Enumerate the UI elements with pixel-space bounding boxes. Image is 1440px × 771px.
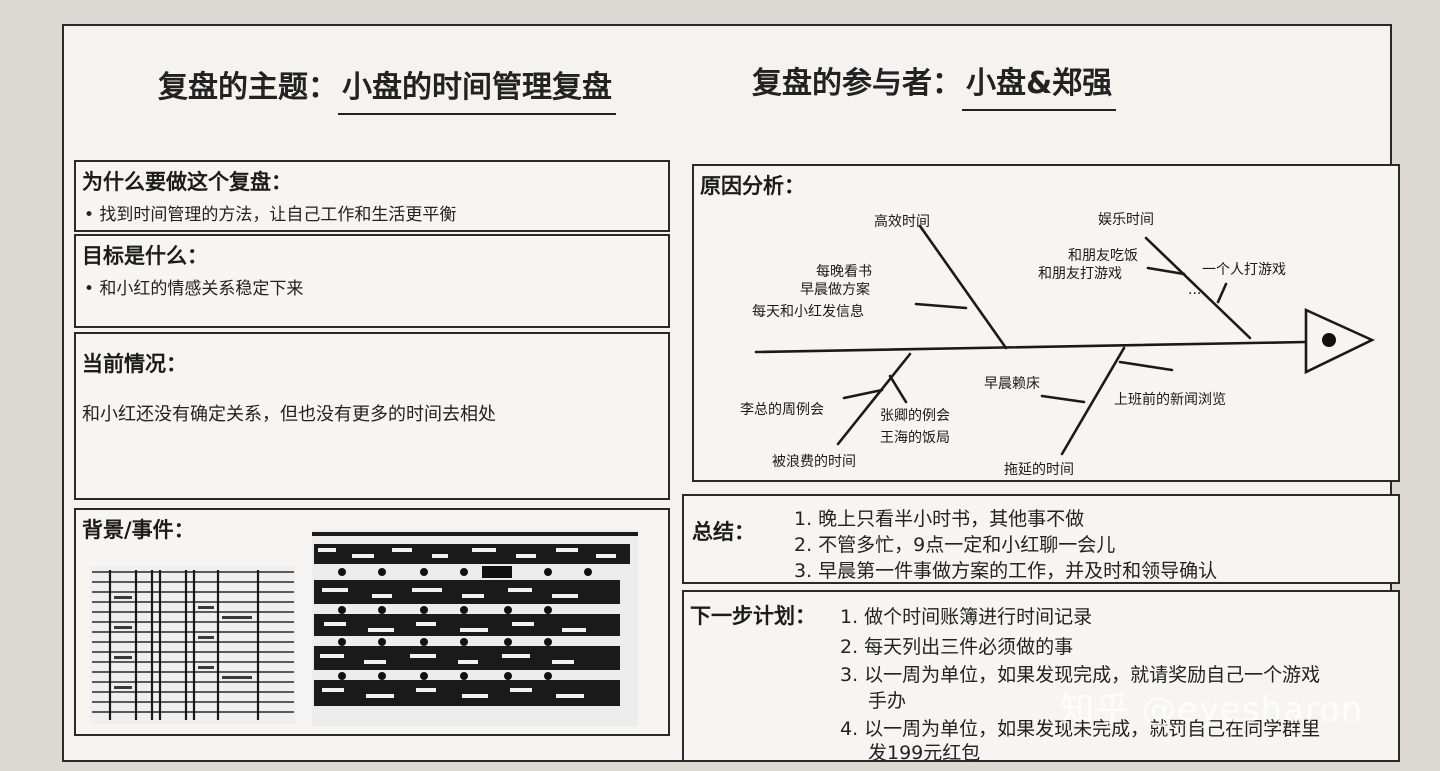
bone-wasted bbox=[836, 352, 912, 446]
entertainment-item: 和朋友吃饭 bbox=[1068, 248, 1138, 264]
why-text: • 找到时间管理的方法，让自己工作和生活更平衡 bbox=[84, 205, 457, 225]
summary-box: 总结： 1. 晚上只看半小时书，其他事不做 2. 不管多忙，9点一定和小红聊一会… bbox=[682, 494, 1400, 584]
goal-box: 目标是什么： • 和小红的情感关系稳定下来 bbox=[74, 234, 670, 328]
topic-label: 复盘的主题： bbox=[158, 70, 338, 105]
delayed-item: 上班前的新闻浏览 bbox=[1114, 391, 1226, 408]
watermark: 知乎 @eyesharon bbox=[1060, 690, 1364, 730]
next-item-continued: 发199元红包 bbox=[868, 742, 981, 764]
next-item: 3. 以一周为单位，如果发现完成，就请奖励自己一个游戏 bbox=[840, 664, 1321, 686]
entertainment-item: 一个人打游戏 bbox=[1202, 261, 1286, 278]
delayed-time-label: 拖延的时间 bbox=[1004, 462, 1074, 478]
fishbone-spine bbox=[754, 340, 1308, 354]
current-text: 和小红还没有确定关系，但也没有更多的时间去相处 bbox=[82, 404, 496, 425]
wasted-item: 张卿的例会 bbox=[880, 408, 950, 424]
current-box: 当前情况： 和小红还没有确定关系，但也没有更多的时间去相处 bbox=[74, 332, 670, 500]
participants-label: 复盘的参与者： bbox=[752, 66, 962, 101]
fishbone-diagram: 高效时间 每晚看书 早晨做方案 每天和小红发信息 娱乐时间 和朋友吃饭 和朋友打… bbox=[740, 212, 1376, 478]
efficient-item: 每晚看书 bbox=[816, 264, 872, 280]
why-title: 为什么要做这个复盘： bbox=[82, 170, 292, 194]
summary-item: 3. 早晨第一件事做方案的工作，并及时和领导确认 bbox=[794, 560, 1218, 582]
summary-item: 1. 晚上只看半小时书，其他事不做 bbox=[794, 508, 1085, 530]
entertainment-time-label: 娱乐时间 bbox=[1098, 212, 1154, 228]
participants-value: 小盘&郑强 bbox=[962, 66, 1117, 111]
fishbone-head bbox=[1304, 307, 1376, 375]
next-steps-box: 下一步计划： 1. 做个时间账簿进行时间记录 2. 每天列出三件必须做的事 3.… bbox=[682, 590, 1400, 764]
analysis-title: 原因分析： bbox=[700, 174, 805, 198]
efficient-item: 早晨做方案 bbox=[800, 281, 870, 298]
entertainment-item: 和朋友打游戏 bbox=[1038, 265, 1122, 282]
timesheet-image-right bbox=[312, 530, 638, 726]
next-item-continued: 手办 bbox=[868, 690, 907, 712]
next-item: 2. 每天列出三件必须做的事 bbox=[840, 636, 1074, 658]
cause-analysis-box: 原因分析： 高效时间 每晚看书 早晨做方案 每天和小红发信息 娱乐时间 和朋友吃… bbox=[692, 164, 1400, 482]
next-title: 下一步计划： bbox=[690, 604, 816, 628]
summary-title: 总结： bbox=[692, 520, 755, 544]
summary-item: 2. 不管多忙，9点一定和小红聊一会儿 bbox=[794, 534, 1116, 556]
bone-entertainment bbox=[1144, 236, 1252, 340]
next-item: 1. 做个时间账簿进行时间记录 bbox=[840, 606, 1093, 628]
wasted-time-label: 被浪费的时间 bbox=[772, 454, 856, 470]
current-title: 当前情况： bbox=[82, 352, 187, 376]
efficient-item: 每天和小红发信息 bbox=[752, 303, 864, 320]
wasted-item: 李总的周例会 bbox=[740, 402, 824, 418]
efficient-time-label: 高效时间 bbox=[874, 213, 930, 230]
bone-efficient bbox=[918, 224, 1008, 350]
goal-title: 目标是什么： bbox=[82, 244, 208, 268]
background-box: 背景/事件： bbox=[74, 508, 670, 736]
background-title: 背景/事件： bbox=[82, 518, 195, 542]
goal-text: • 和小红的情感关系稳定下来 bbox=[84, 279, 304, 299]
timesheet-image-left bbox=[90, 566, 296, 724]
bone-delayed bbox=[1060, 346, 1126, 456]
wasted-item: 王海的饭局 bbox=[880, 430, 950, 446]
why-box: 为什么要做这个复盘： • 找到时间管理的方法，让自己工作和生活更平衡 bbox=[74, 160, 670, 232]
topic-heading: 复盘的主题：小盘的时间管理复盘 bbox=[158, 62, 616, 115]
next-item: 4. 以一周为单位，如果发现未完成，就罚自己在同学群里 bbox=[840, 718, 1321, 740]
fishbone-eye bbox=[1322, 333, 1336, 347]
topic-value: 小盘的时间管理复盘 bbox=[338, 70, 616, 115]
entertainment-item: ... bbox=[1188, 282, 1201, 298]
delayed-item: 早晨赖床 bbox=[984, 376, 1040, 392]
participants-heading: 复盘的参与者：小盘&郑强 bbox=[752, 58, 1117, 111]
